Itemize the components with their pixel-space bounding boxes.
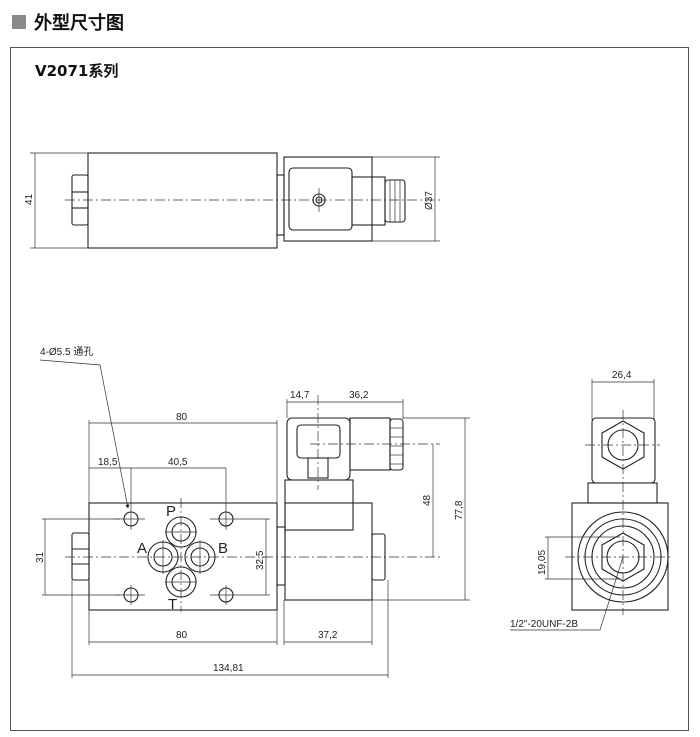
dim-48: 48 [422, 494, 433, 506]
dim-80-bottom: 80 [176, 630, 188, 641]
dim-19-05: 19,05 [537, 550, 548, 575]
square-bullet-icon [12, 15, 26, 29]
dim-40-5: 40,5 [168, 457, 188, 468]
dim-77-8: 77,8 [454, 500, 465, 520]
dim-18-5: 18,5 [98, 457, 118, 468]
front-view: 4-Ø5.5 通孔 [35, 346, 470, 678]
dim-80-top: 80 [176, 412, 188, 423]
top-view: 41 Ø37 [24, 152, 440, 249]
dim-36-2: 36,2 [349, 390, 369, 401]
dim-diameter-37: Ø37 [424, 191, 435, 210]
port-a-label: A [137, 540, 147, 557]
port-b-label: B [218, 540, 228, 557]
dim-31: 31 [35, 551, 46, 563]
dim-26-4: 26,4 [612, 370, 632, 381]
dim-32-5: 32,5 [255, 550, 266, 570]
dim-14-7: 14,7 [290, 390, 310, 401]
dim-41: 41 [24, 193, 35, 205]
dim-134-81: 134,81 [213, 663, 244, 674]
port-t-label: T [168, 596, 177, 613]
drawing-frame [10, 47, 689, 731]
series-title: V2071系列 [35, 62, 119, 80]
dim-37-2: 37,2 [318, 630, 338, 641]
section-title: 外型尺寸图 [34, 13, 124, 34]
thread-label: 1/2"-20UNF-2B [510, 619, 578, 630]
section-header: 外型尺寸图 [12, 9, 124, 35]
ports: P A B T [137, 503, 228, 613]
port-p-label: P [166, 503, 176, 520]
side-view: 26,4 19,05 1/2"-20UNF-2B [510, 370, 672, 631]
mounting-holes [115, 468, 270, 605]
hole-note: 4-Ø5.5 通孔 [40, 346, 93, 358]
